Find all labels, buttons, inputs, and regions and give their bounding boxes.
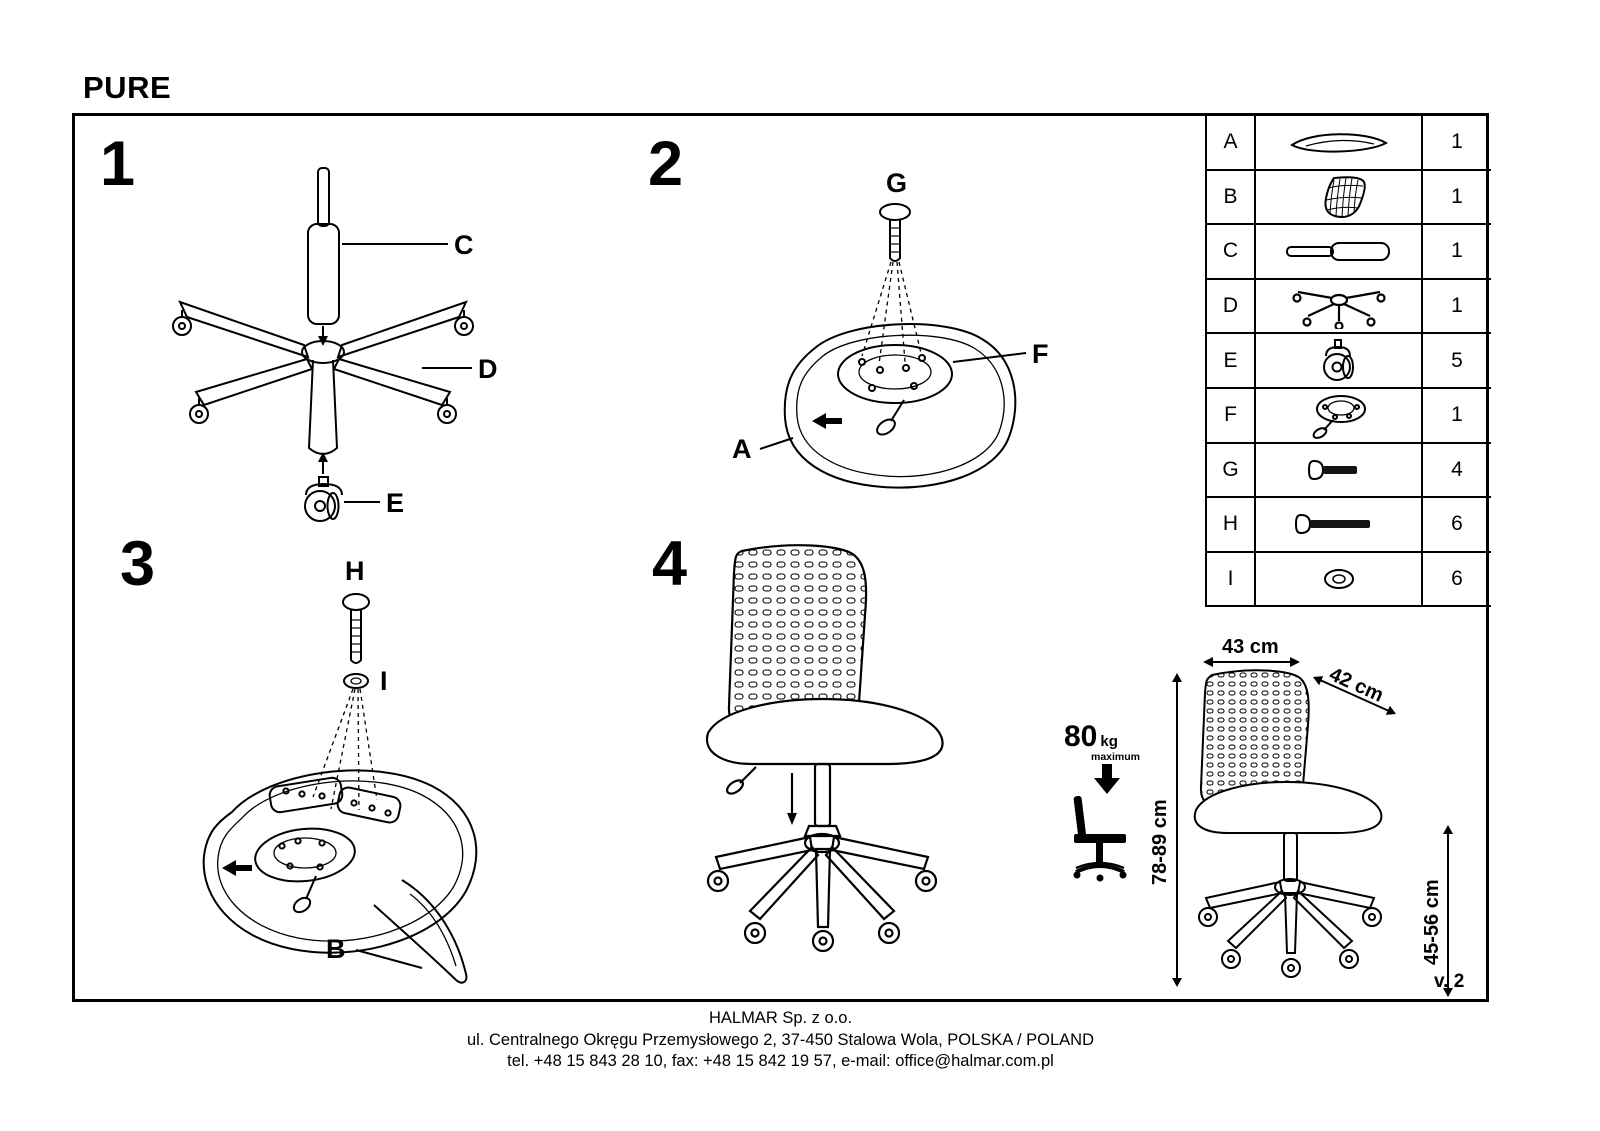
dimension-depth: 42 cm xyxy=(1326,663,1387,706)
part-qty: 6 xyxy=(1423,498,1491,553)
footer-company: HALMAR Sp. z o.o. xyxy=(708,1009,853,1027)
part-icon-backrest xyxy=(1254,170,1423,226)
part-letter: B xyxy=(1207,171,1254,226)
part-letter: E xyxy=(1207,334,1254,389)
part-icon-screw-long xyxy=(1254,498,1423,553)
parts-table: A 1 B 1 C xyxy=(1205,116,1491,608)
dimension-height: 78-89 cm xyxy=(1150,799,1171,885)
dimension-diagram: 43 cm 42 cm 78-89 cm 45-56 cm xyxy=(1150,636,1453,997)
backrest-edge-drawing xyxy=(373,879,468,984)
part-letter: A xyxy=(1207,116,1254,171)
part-qty: 1 xyxy=(1423,171,1491,226)
part-letter: H xyxy=(1207,498,1254,553)
part-qty: 1 xyxy=(1423,280,1491,335)
lever-drawing xyxy=(725,766,757,795)
max-load-chair-icon xyxy=(1073,764,1127,882)
step-1-diagram: C D E xyxy=(172,167,498,522)
direction-arrow xyxy=(812,413,842,429)
label-f: F xyxy=(1032,339,1049,369)
sheet-border xyxy=(72,113,1489,1002)
max-load-note: maximum xyxy=(1091,751,1141,763)
max-load-value: 80 xyxy=(1064,720,1098,753)
step-1-number: 1 xyxy=(100,129,136,199)
down-arrow-icon xyxy=(1094,764,1120,794)
label-e: E xyxy=(386,488,404,518)
part-icon-washer xyxy=(1254,552,1423,608)
alignment-guides xyxy=(312,688,378,811)
max-load-badge: 80 kg maximum xyxy=(1064,720,1160,764)
alignment-guides xyxy=(861,261,922,365)
part-qty: 4 xyxy=(1423,444,1491,499)
part-letter: C xyxy=(1207,225,1254,280)
seat-drawing xyxy=(705,697,944,766)
caster-drawing xyxy=(304,476,343,522)
label-h: H xyxy=(345,556,365,586)
washer-drawing xyxy=(343,673,369,689)
dimension-arrowheads xyxy=(1172,657,1453,997)
part-icon-swivel-mechanism xyxy=(1254,388,1423,444)
footer-address: ul. Centralnego Okręgu Przemysłowego 2, … xyxy=(466,1030,1094,1049)
label-g: G xyxy=(886,168,907,198)
part-letter: D xyxy=(1207,280,1254,335)
part-qty: 6 xyxy=(1423,553,1491,608)
screw-g-drawing xyxy=(879,203,911,262)
part-qty: 1 xyxy=(1423,116,1491,171)
part-icon-caster xyxy=(1254,334,1423,389)
part-qty: 5 xyxy=(1423,334,1491,389)
dimension-width: 43 cm xyxy=(1222,636,1279,658)
label-d: D xyxy=(478,354,498,384)
gas-lift-drawing xyxy=(1283,832,1298,882)
step-4-number: 4 xyxy=(652,529,688,599)
base-drawing xyxy=(1198,878,1382,978)
screw-h-drawing xyxy=(342,593,370,664)
gas-lift-drawing xyxy=(803,762,842,838)
label-c: C xyxy=(454,230,474,260)
label-i: I xyxy=(380,666,388,696)
dimension-arrows xyxy=(1176,661,1449,988)
step-3-diagram: H I B xyxy=(202,556,478,984)
part-icon-screw-short xyxy=(1254,443,1423,499)
label-b: B xyxy=(326,934,346,964)
label-a: A xyxy=(732,434,752,464)
part-qty: 1 xyxy=(1423,389,1491,444)
version-label: v. 2 xyxy=(1434,971,1465,992)
part-letter: F xyxy=(1207,389,1254,444)
direction-arrow xyxy=(222,860,252,876)
seat-drawing xyxy=(783,323,1017,489)
step-3-number: 3 xyxy=(120,529,156,599)
footer: HALMAR Sp. z o.o. ul. Centralnego Okręgu… xyxy=(72,1008,1489,1073)
seat-underside-drawing xyxy=(202,769,478,954)
part-letter: I xyxy=(1207,553,1254,608)
part-icon-gas-lift xyxy=(1254,225,1423,280)
dimension-seat-height: 45-56 cm xyxy=(1421,879,1443,965)
step-2-diagram: G F A xyxy=(732,168,1049,489)
part-icon-seat xyxy=(1254,116,1423,171)
page-title: PURE xyxy=(83,70,172,105)
mechanism-drawing xyxy=(254,827,356,914)
max-load-unit: kg xyxy=(1100,733,1118,750)
step-2-number: 2 xyxy=(648,129,684,199)
base-drawing xyxy=(706,832,938,953)
backrest-bracket-drawing xyxy=(268,776,402,824)
seat-drawing xyxy=(1193,780,1383,834)
part-icon-five-star-base xyxy=(1254,279,1423,335)
footer-contact: tel. +48 15 843 28 10, fax: +48 15 842 1… xyxy=(507,1052,1054,1070)
step-4-diagram xyxy=(705,544,944,953)
lower-arrow xyxy=(787,813,797,825)
part-qty: 1 xyxy=(1423,225,1491,280)
mechanism-drawing xyxy=(837,344,953,436)
part-letter: G xyxy=(1207,444,1254,499)
gas-lift-drawing xyxy=(307,167,340,325)
